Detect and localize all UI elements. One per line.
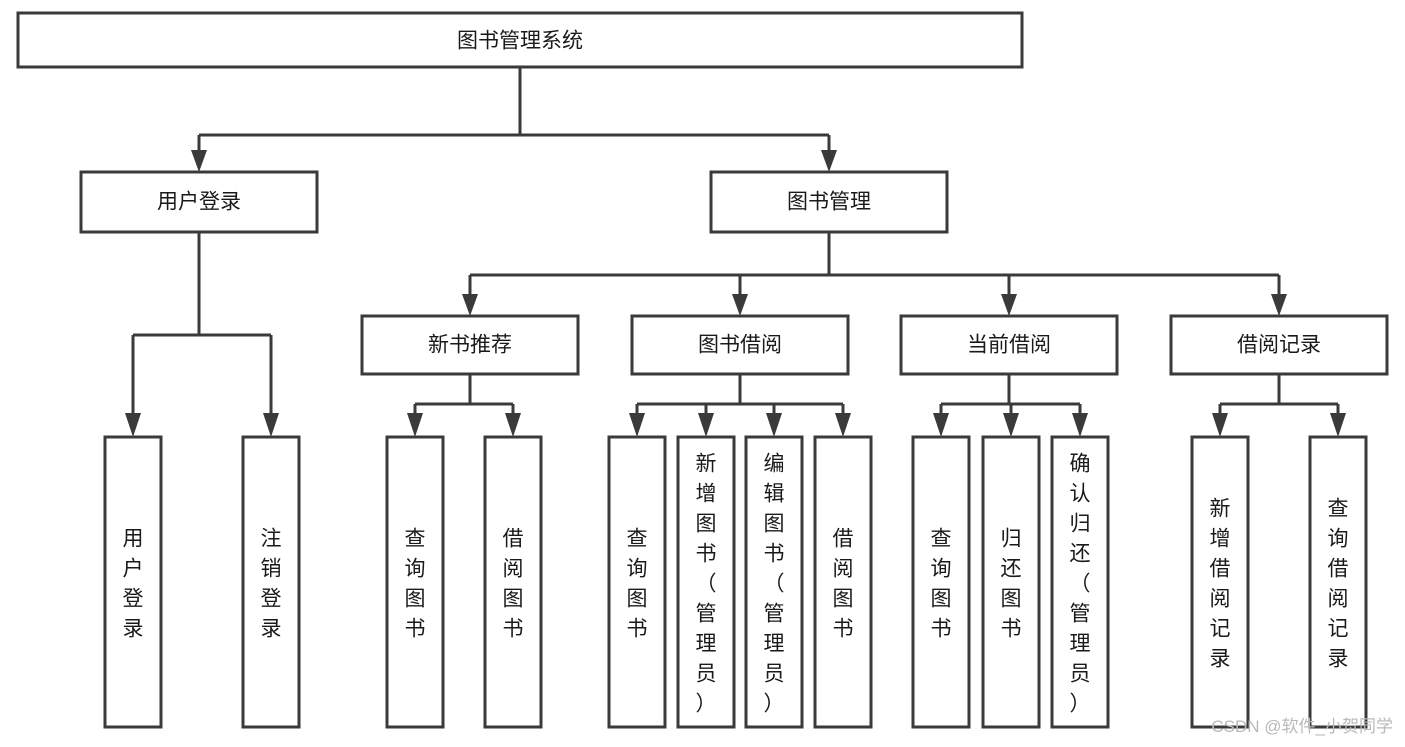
- arrow-head-leaf-query-record: [1330, 413, 1346, 437]
- node-borrow-records[interactable]: 借阅记录: [1169, 314, 1389, 376]
- node-leaf-add-book-box[interactable]: [676, 435, 736, 729]
- node-new-book-recommend-box[interactable]: [360, 314, 580, 376]
- node-book-borrow-box[interactable]: [630, 314, 850, 376]
- arrow-head-leaf-borrow-book-1: [505, 413, 521, 437]
- arrow-head-leaf-edit-book: [766, 413, 782, 437]
- node-leaf-query-book-3-box[interactable]: [911, 435, 971, 729]
- node-new-book-recommend-label: 新书推荐: [428, 334, 512, 357]
- node-new-book-recommend[interactable]: 新书推荐: [360, 314, 580, 376]
- node-root-box[interactable]: [16, 11, 1024, 69]
- arrow-head-book-borrow: [732, 294, 748, 316]
- node-leaf-user-login[interactable]: 用户登录: [103, 435, 163, 729]
- node-leaf-query-book-2-label: 查询图书: [627, 527, 648, 640]
- node-root-label: 图书管理系统: [457, 30, 583, 53]
- arrow-head-current-borrow: [1001, 294, 1017, 316]
- node-leaf-user-login-box[interactable]: [103, 435, 163, 729]
- node-leaf-add-record-box[interactable]: [1190, 435, 1250, 729]
- connector-group: [125, 67, 1346, 437]
- node-book-borrow[interactable]: 图书借阅: [630, 314, 850, 376]
- arrow-head-leaf-confirm-return: [1072, 413, 1088, 437]
- node-leaf-borrow-book-2-label: 借阅图书: [833, 527, 854, 640]
- node-leaf-borrow-book-2-box[interactable]: [813, 435, 873, 729]
- node-leaf-query-book-2[interactable]: 查询图书: [607, 435, 667, 729]
- node-leaf-return-book-box[interactable]: [981, 435, 1041, 729]
- node-leaf-user-logout-label: 注销登录: [261, 527, 282, 640]
- node-leaf-borrow-book-1-label: 借阅图书: [503, 527, 524, 640]
- node-leaf-query-record[interactable]: 查询借阅记录: [1308, 435, 1368, 729]
- arrow-head-user-login: [191, 150, 207, 172]
- node-leaf-add-book-label: 新增图书（管理员）: [696, 452, 717, 715]
- node-user-login-box[interactable]: [79, 170, 319, 234]
- arrow-head-leaf-query-book-2: [629, 413, 645, 437]
- node-book-management[interactable]: 图书管理: [709, 170, 949, 234]
- node-leaf-query-book-3-label: 查询图书: [931, 527, 952, 640]
- node-leaf-user-login-label: 用户登录: [123, 527, 144, 640]
- node-current-borrow-label: 当前借阅: [967, 334, 1051, 357]
- node-leaf-confirm-return-box[interactable]: [1050, 435, 1110, 729]
- node-leaf-query-book-1-box[interactable]: [385, 435, 445, 729]
- node-leaf-edit-book[interactable]: 编辑图书（管理员）: [744, 435, 804, 729]
- arrow-head-leaf-user-login: [125, 413, 141, 437]
- node-leaf-return-book[interactable]: 归还图书: [981, 435, 1041, 729]
- node-user-login-label: 用户登录: [157, 191, 241, 214]
- node-leaf-edit-book-label: 编辑图书（管理员）: [764, 452, 785, 715]
- node-current-borrow[interactable]: 当前借阅: [899, 314, 1119, 376]
- arrow-head-leaf-query-book-3: [933, 413, 949, 437]
- node-book-management-label: 图书管理: [787, 191, 871, 214]
- node-user-login[interactable]: 用户登录: [79, 170, 319, 234]
- node-current-borrow-box[interactable]: [899, 314, 1119, 376]
- node-leaf-user-logout-box[interactable]: [241, 435, 301, 729]
- arrow-head-leaf-return-book: [1003, 413, 1019, 437]
- node-leaf-query-book-1[interactable]: 查询图书: [385, 435, 445, 729]
- node-leaf-borrow-book-1[interactable]: 借阅图书: [483, 435, 543, 729]
- node-leaf-confirm-return[interactable]: 确认归还（管理员）: [1050, 435, 1110, 729]
- node-leaf-edit-book-box[interactable]: [744, 435, 804, 729]
- arrow-head-new-book-recommend: [462, 294, 478, 316]
- node-leaf-confirm-return-label: 确认归还（管理员）: [1070, 452, 1091, 715]
- node-leaf-query-book-3[interactable]: 查询图书: [911, 435, 971, 729]
- node-leaf-add-book[interactable]: 新增图书（管理员）: [676, 435, 736, 729]
- node-borrow-records-label: 借阅记录: [1237, 334, 1321, 357]
- node-leaf-borrow-book-1-box[interactable]: [483, 435, 543, 729]
- node-leaf-borrow-book-2[interactable]: 借阅图书: [813, 435, 873, 729]
- node-root[interactable]: 图书管理系统: [16, 11, 1024, 69]
- node-leaf-query-record-box[interactable]: [1308, 435, 1368, 729]
- arrow-head-leaf-add-record: [1212, 413, 1228, 437]
- arrow-head-leaf-borrow-book-2: [835, 413, 851, 437]
- node-leaf-query-record-label: 查询借阅记录: [1328, 497, 1349, 670]
- node-book-borrow-label: 图书借阅: [698, 334, 782, 357]
- node-book-management-box[interactable]: [709, 170, 949, 234]
- node-leaf-add-record-label: 新增借阅记录: [1210, 497, 1231, 670]
- node-leaf-return-book-label: 归还图书: [1001, 527, 1022, 640]
- node-leaf-user-logout[interactable]: 注销登录: [241, 435, 301, 729]
- node-leaf-query-book-2-box[interactable]: [607, 435, 667, 729]
- arrow-head-borrow-records: [1271, 294, 1287, 316]
- node-borrow-records-box[interactable]: [1169, 314, 1389, 376]
- node-leaf-add-record[interactable]: 新增借阅记录: [1190, 435, 1250, 729]
- arrow-head-leaf-add-book: [698, 413, 714, 437]
- arrow-head-leaf-query-book-1: [407, 413, 423, 437]
- arrow-head-book-management: [821, 150, 837, 172]
- node-leaf-query-book-1-label: 查询图书: [405, 527, 426, 640]
- arrow-head-leaf-user-logout: [263, 413, 279, 437]
